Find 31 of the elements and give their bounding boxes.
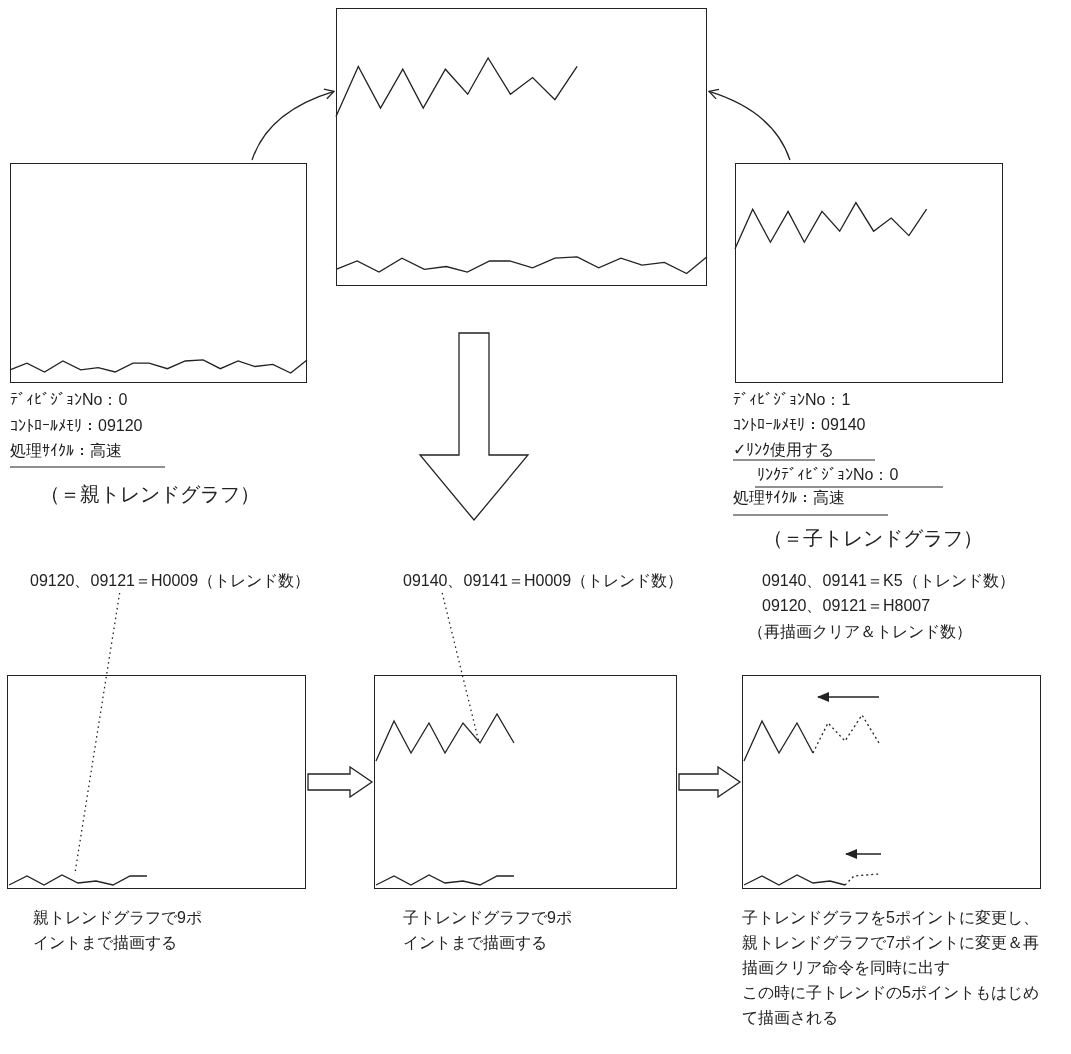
graph-screen — [336, 8, 707, 286]
setting-text: ﾃﾞｨﾋﾞｼﾞｮﾝNo：0 — [10, 390, 128, 410]
caption-text: （＝親トレンドグラフ） — [40, 482, 260, 507]
graph-screen — [735, 163, 1003, 383]
setting-text: ｺﾝﾄﾛｰﾙﾒﾓﾘ：09120 — [10, 416, 143, 436]
setting-text: ﾃﾞｨﾋﾞｼﾞｮﾝNo：1 — [733, 390, 851, 410]
setting-text: 処理ｻｲｸﾙ：高速 — [733, 488, 845, 508]
register-note: 09140、09141＝K5（トレンド数） — [762, 571, 1015, 591]
graph-screen — [374, 675, 677, 889]
setting-text: ﾘﾝｸﾃﾞｨﾋﾞｼﾞｮﾝNo：0 — [757, 465, 899, 485]
block-arrow — [678, 765, 742, 799]
block-arrow — [307, 765, 374, 799]
caption-text: 子トレンドグラフを5ポイントに変更し、親トレンドグラフで7ポイントに変更＆再描画クリア命令を同時に出す — [742, 908, 1040, 978]
register-note: 09140、09141＝H0009（トレンド数） — [403, 571, 684, 591]
setting-text: ｺﾝﾄﾛｰﾙﾒﾓﾘ：09140 — [733, 415, 866, 435]
graph-screen — [10, 163, 307, 383]
setting-text: ✓ﾘﾝｸ使用する — [733, 440, 835, 460]
register-note: 09120、09121＝H0009（トレンド数） — [30, 571, 311, 591]
setting-text: 処理ｻｲｸﾙ：高速 — [10, 441, 122, 461]
caption-text: （＝子トレンドグラフ） — [763, 526, 983, 551]
caption-text: 親トレンドグラフで9ポイントまで描画する — [33, 908, 203, 953]
curved-arrow — [708, 88, 791, 161]
graph-screen — [7, 675, 306, 889]
graph-screen — [742, 675, 1041, 889]
caption-text: この時に子トレンドの5ポイントもはじめて描画される — [742, 983, 1040, 1028]
register-note: （再描画クリア＆トレンド数） — [748, 622, 972, 642]
caption-text: 子トレンドグラフで9ポイントまで描画する — [403, 908, 573, 953]
register-note: 09120、09121＝H8007 — [762, 596, 931, 616]
trend-line — [375, 713, 514, 761]
curved-arrow — [251, 88, 335, 161]
trend-line — [8, 874, 147, 885]
